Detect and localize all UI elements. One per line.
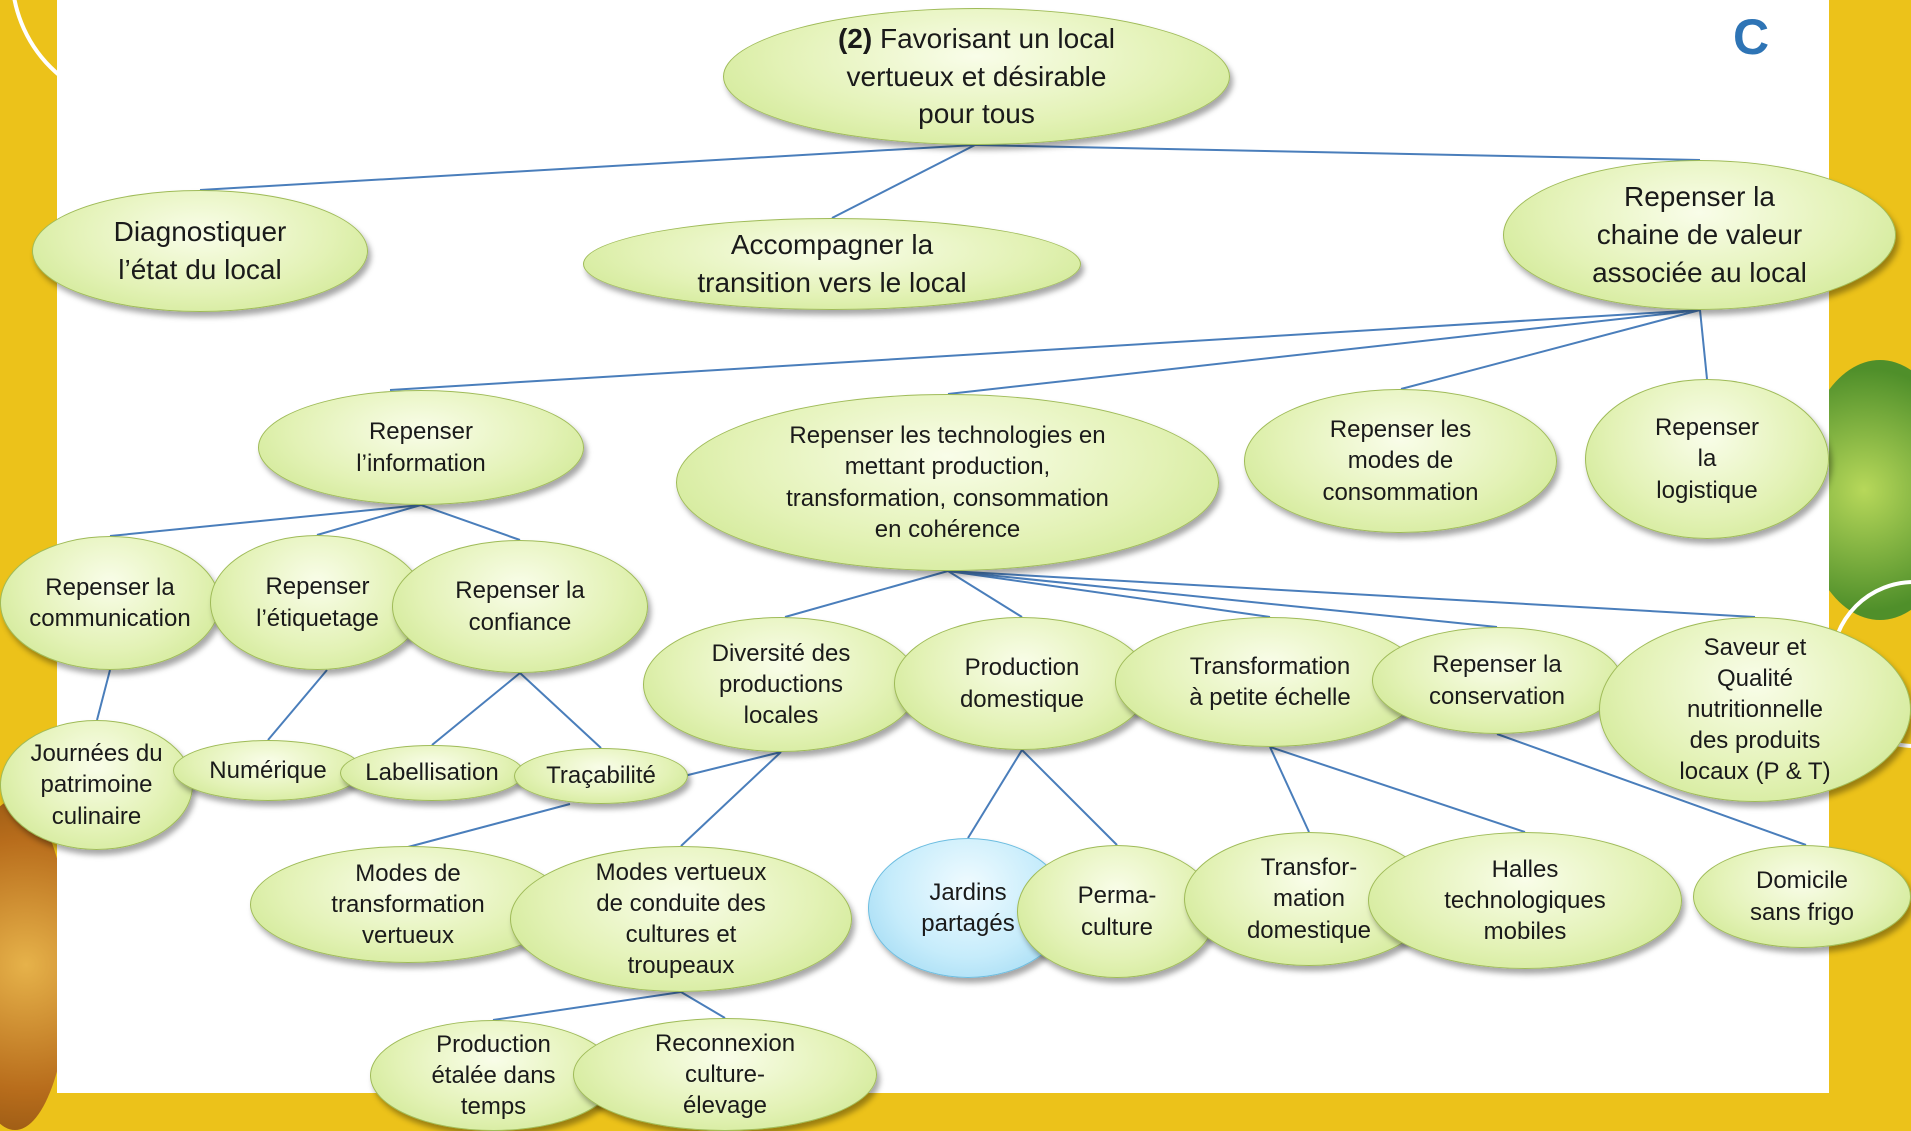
connector (947, 570, 1756, 618)
connector (199, 144, 976, 191)
node-modes-consommation: Repenser les modes de consommation (1244, 389, 1557, 533)
node-modes-conduite: Modes vertueux de conduite des cultures … (510, 846, 852, 992)
connector (267, 669, 328, 741)
node-repenser-etiquetage: Repenser l’étiquetage (210, 535, 425, 670)
node-repenser-technologies: Repenser les technologies en mettant pro… (676, 394, 1219, 571)
node-label: Halles technologiques mobiles (1444, 855, 1606, 946)
connector (679, 751, 782, 778)
node-repenser-conservation: Repenser la conservation (1372, 627, 1622, 734)
node-label: Repenser la confiance (455, 577, 585, 636)
node-labellisation: Labellisation (340, 745, 524, 801)
connector (407, 803, 571, 848)
node-repenser-information: Repenser l’information (258, 390, 584, 505)
node-label: Accompagner la transition vers le local (697, 229, 967, 298)
connector (947, 309, 1701, 395)
connector (947, 570, 1271, 618)
node-label: Journées du patrimoine culinaire (30, 740, 163, 830)
connector (784, 570, 949, 618)
node-tracabilite: Traçabilité (514, 748, 688, 804)
root-number: (2) (837, 22, 873, 54)
node-repenser-confiance: Repenser la confiance (392, 540, 648, 673)
connector (109, 504, 422, 537)
node-modes-transformation: Modes de transformation vertueux (250, 846, 566, 963)
node-label: Diagnostiquer l’état du local (113, 216, 287, 285)
node-label: Labellisation (365, 759, 499, 787)
connector (1021, 749, 1118, 846)
node-chaine-valeur: Repenser la chaine de valeur associée au… (1503, 160, 1896, 310)
connector (1269, 746, 1310, 833)
connector (967, 749, 1023, 839)
connector (389, 309, 1701, 391)
node-label: Perma- culture (1077, 882, 1157, 941)
node-label: Transfor- mation domestique (1246, 854, 1372, 944)
node-halles-technologiques: Halles technologiques mobiles (1368, 832, 1682, 969)
connector (1400, 309, 1701, 390)
root-node: (2) Favorisant un local vertueux et dési… (723, 8, 1230, 145)
node-label: Numérique (209, 756, 327, 784)
connector (492, 991, 682, 1021)
node-journees-patrimoine: Journées du patrimoine culinaire (0, 720, 193, 850)
node-label: Production domestique (959, 654, 1085, 713)
node-label: Modes de transformation vertueux (331, 859, 485, 950)
root-label: Favorisant un local vertueux et désirabl… (846, 22, 1116, 130)
node-accompagner: Accompagner la transition vers le local (583, 218, 1081, 310)
node-repenser-logistique: Repenser la logistique (1585, 379, 1829, 539)
node-label: Reconnexion culture- élevage (654, 1029, 796, 1120)
corner-letter: C (1733, 9, 1770, 65)
connector (831, 144, 976, 219)
connector (974, 144, 1701, 161)
node-label: Transformation à petite échelle (1189, 652, 1351, 711)
connector (519, 672, 602, 749)
node-diagnostiquer: Diagnostiquer l’état du local (32, 190, 368, 312)
node-numerique: Numérique (173, 740, 363, 801)
connector (420, 504, 521, 541)
node-label: Production étalée dans temps (431, 1030, 556, 1121)
node-label: Repenser les technologies en mettant pro… (786, 422, 1109, 543)
node-label: Traçabilité (546, 762, 656, 790)
node-label: Repenser la chaine de valeur associée au… (1592, 181, 1807, 288)
node-label: Repenser l’information (356, 418, 486, 477)
node-label: Repenser les modes de consommation (1322, 416, 1479, 506)
node-diversite-productions: Diversité des productions locales (643, 617, 919, 752)
node-permaculture: Perma- culture (1017, 845, 1217, 978)
connector (96, 669, 111, 721)
node-label: Repenser la conservation (1428, 651, 1566, 710)
connector (947, 570, 1498, 628)
node-label: Diversité des productions locales (711, 639, 851, 730)
node-label: Jardins partagés (921, 878, 1015, 937)
connector (431, 672, 521, 746)
connector (680, 991, 726, 1019)
node-label: Repenser l’étiquetage (256, 573, 379, 632)
node-label: Modes vertueux de conduite des cultures … (595, 858, 767, 980)
connector (1269, 746, 1526, 833)
node-production-domestique: Production domestique (894, 617, 1150, 750)
node-label: Domicile sans frigo (1749, 867, 1855, 926)
node-label: Repenser la communication (29, 573, 191, 632)
connector (680, 751, 782, 847)
node-reconnexion-culture-elevage: Reconnexion culture- élevage (573, 1018, 877, 1131)
node-domicile-sans-frigo: Domicile sans frigo (1693, 845, 1911, 948)
connector (316, 504, 422, 536)
node-repenser-communication: Repenser la communication (0, 536, 220, 670)
connector (1699, 309, 1708, 380)
node-label: Repenser la logistique (1654, 414, 1760, 504)
node-saveur-qualite: Saveur et Qualité nutritionnelle des pro… (1599, 617, 1911, 802)
connector (1496, 733, 1807, 846)
node-label: Saveur et Qualité nutritionnelle des pro… (1679, 633, 1831, 786)
connector (947, 570, 1023, 618)
